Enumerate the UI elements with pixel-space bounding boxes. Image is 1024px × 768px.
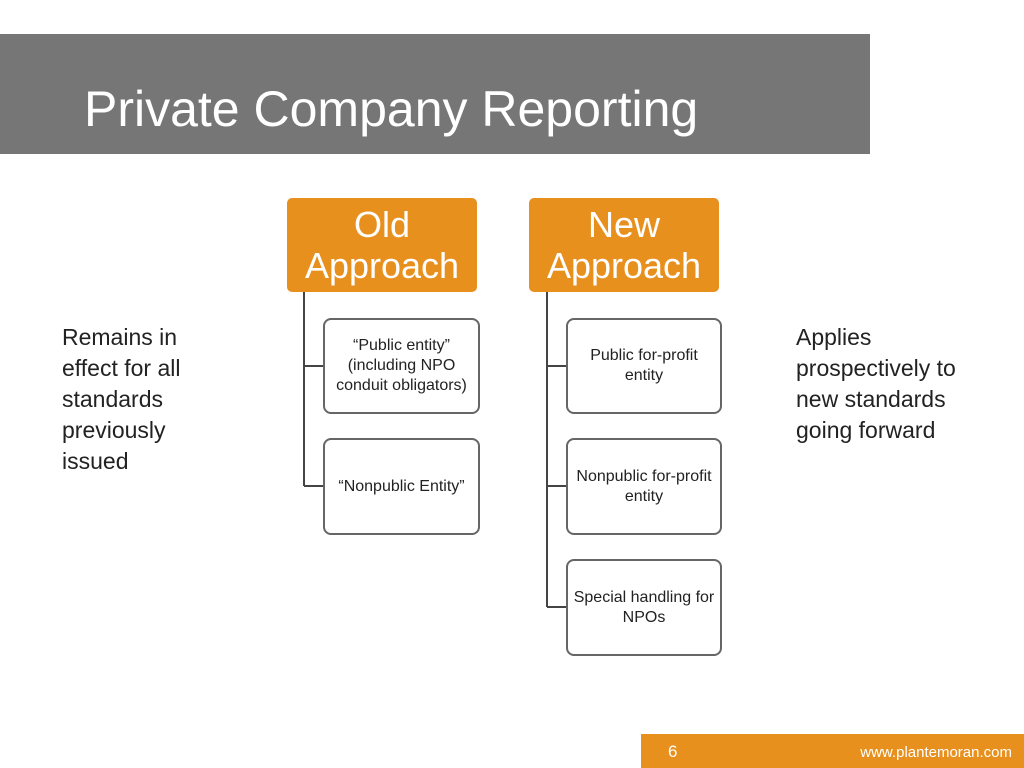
old-approach-header: Old Approach (287, 198, 477, 292)
new-child-nonpublic-for-profit: Nonpublic for-profit entity (566, 438, 722, 535)
title-bar (0, 34, 870, 154)
old-child-public-entity: “Public entity” (including NPO conduit o… (323, 318, 480, 414)
footer-bar (641, 734, 1024, 768)
old-child-nonpublic-entity: “Nonpublic Entity” (323, 438, 480, 535)
page-number: 6 (668, 742, 678, 761)
new-child-special-handling-npos: Special handling for NPOs (566, 559, 722, 656)
old-approach-note: Remains in effect for all standards prev… (62, 324, 181, 474)
new-approach-note: Applies prospectively to new standards g… (796, 324, 956, 443)
new-approach-header: New Approach (529, 198, 719, 292)
footer-url[interactable]: www.plantemoran.com (860, 744, 1012, 761)
new-child-public-for-profit: Public for-profit entity (566, 318, 722, 414)
slide-title: Private Company Reporting (84, 81, 699, 137)
